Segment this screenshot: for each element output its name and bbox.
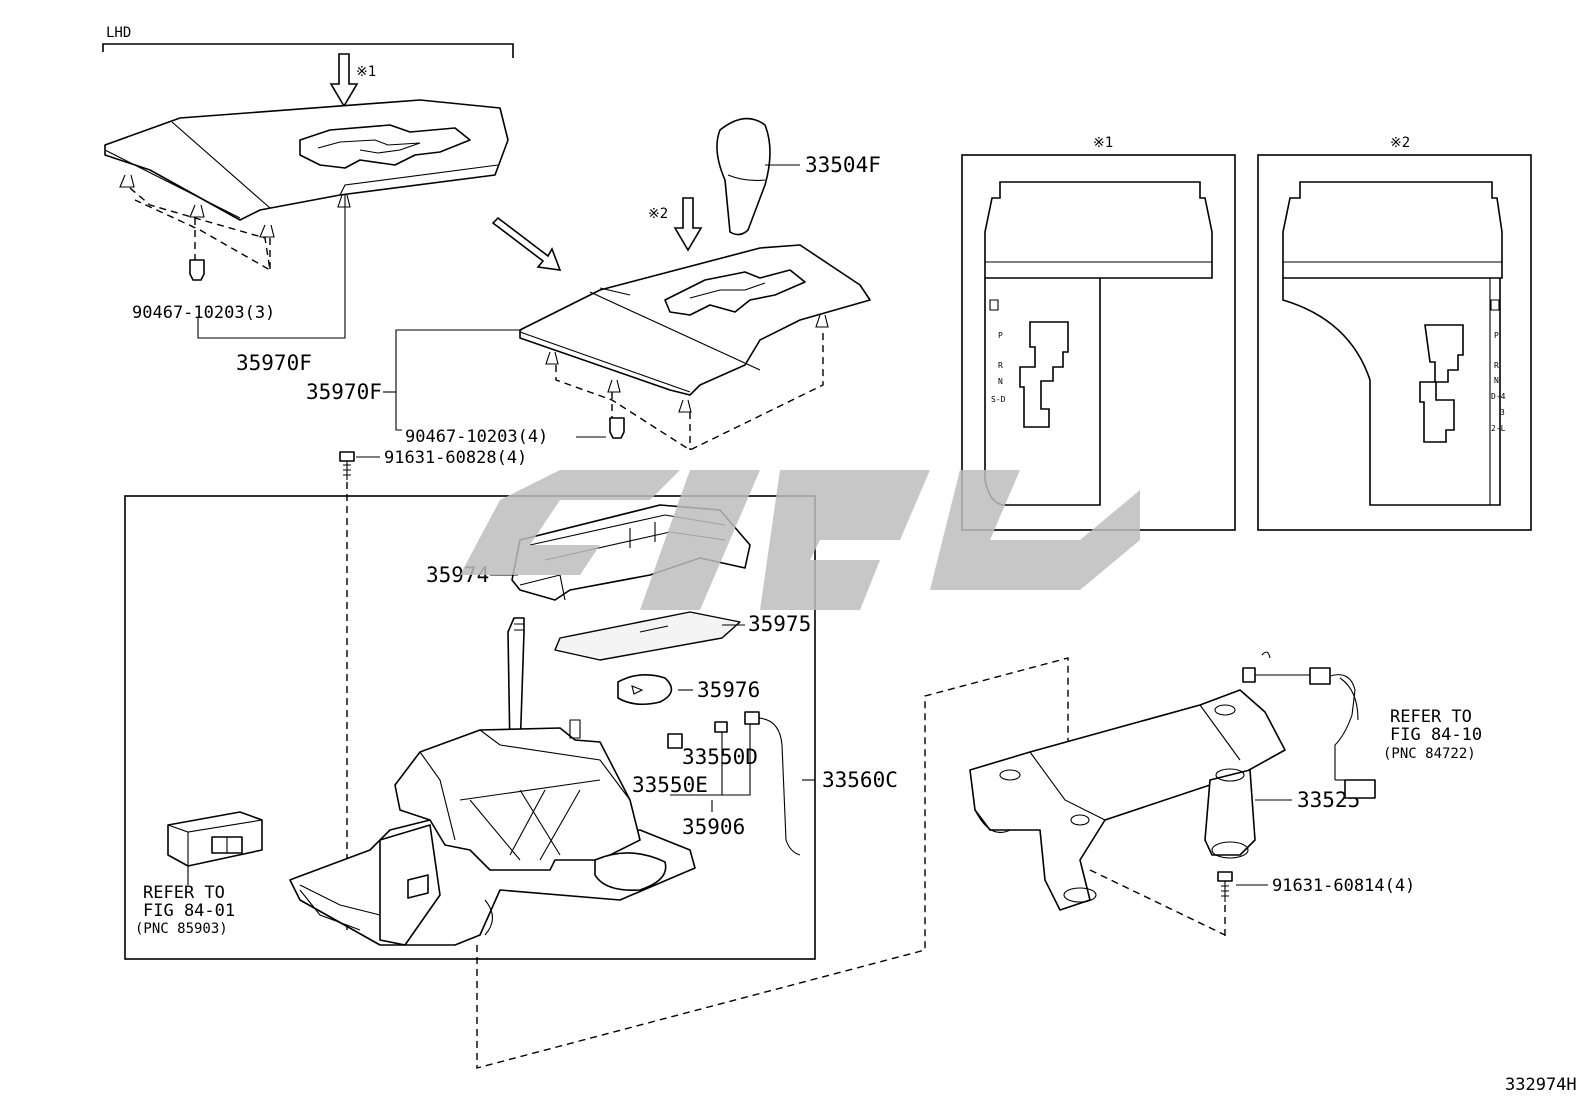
label-33550D: 33550D [682,745,758,769]
view2-gate-label: 3 [1500,408,1505,417]
assembly-link-dashes [476,657,1069,1069]
label-35975: 35975 [748,612,811,636]
view2-gate-label: P [1494,331,1499,340]
view2-gate-label: D-4 [1491,392,1506,401]
view2-gate-label: R [1494,361,1499,370]
ref2-line2: FIG 84-10 [1390,725,1482,745]
bolt-91631-60828 [339,451,380,930]
control-module-85903 [167,811,263,885]
shift-base-assembly [289,719,696,946]
bracket-bolt-dashes [1089,869,1226,936]
view2-arrow [673,197,703,252]
assembly-arrow [491,216,562,271]
wire-harness-84722 [1242,651,1376,799]
watermark-logo [460,470,1140,610]
detail-view-2-frame [1257,154,1532,531]
leader-35970F-left [197,195,346,339]
label-90467-10203-3: 90467-10203(3) [132,303,275,323]
label-35970F-left: 35970F [236,351,312,375]
lhd-bracket [102,43,514,58]
view1-gate-label: S-D [991,395,1006,404]
ref1-line3: (PNC 85903) [135,921,228,937]
label-33560C: 33560C [822,768,898,792]
ref2-line3: (PNC 84722) [1383,746,1476,762]
view1-arrow [329,53,359,108]
bolt-91631-60814 [1217,871,1268,940]
view2-gate-label: 2-L [1491,424,1506,433]
detail-view-1-title: ※1 [1093,135,1113,151]
detail-view-2-title: ※2 [1390,135,1410,151]
ref1-line2: FIG 84-01 [143,901,235,921]
detail-view-1-panel [984,181,1213,506]
view1-gate-label: R [998,361,1003,370]
label-35906: 35906 [682,815,745,839]
view1-gate-label: N [998,377,1003,386]
part-35976 [617,674,693,706]
wire-35906 [670,711,801,856]
console-panel-lhd [104,99,509,281]
note1-marker: ※1 [356,64,376,80]
console-panel-right [519,244,871,451]
label-91631-60814: 91631-60814(4) [1272,876,1415,896]
label-33504F: 33504F [805,153,881,177]
detail-view-2-panel [1282,181,1503,506]
shift-knob [716,117,800,236]
diagram-code: 332974H [1505,1075,1577,1095]
indicator-plate-35975 [554,611,745,661]
label-33550E: 33550E [632,773,708,797]
ref2-line1: REFER TO [1390,707,1472,727]
note2-marker: ※2 [648,206,668,222]
leader-35970F-right [383,329,606,438]
label-90467-10203-4: 90467-10203(4) [405,427,548,447]
bracket-33525 [969,689,1292,911]
label-35976: 35976 [697,678,760,702]
lhd-label: LHD [106,25,131,41]
view1-gate-label: P [998,331,1003,340]
view2-gate-label: N [1494,376,1499,385]
label-91631-60828: 91631-60828(4) [384,448,527,468]
ref1-line1: REFER TO [143,883,225,903]
shift-lever-assembly-box [124,495,816,960]
bulb-33550D [667,721,728,749]
label-35970F-right: 35970F [306,380,382,404]
